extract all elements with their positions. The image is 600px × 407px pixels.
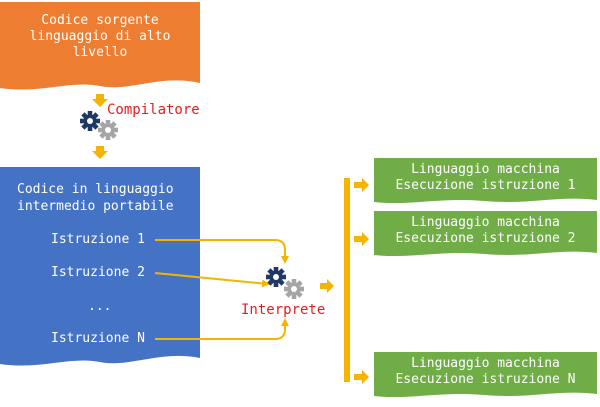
flow-line-istruzione-1 bbox=[155, 239, 289, 264]
intermediate-code-box bbox=[0, 167, 200, 366]
arrow-right-output-2 bbox=[354, 232, 369, 246]
output-n-line-2: Esecuzione istruzione N bbox=[395, 372, 576, 387]
gear-icon-light bbox=[284, 279, 304, 299]
output-box-1 bbox=[374, 158, 597, 204]
source-line-3: livello bbox=[72, 45, 128, 60]
output-box-n bbox=[374, 352, 597, 398]
gear-icon-dark bbox=[80, 111, 100, 131]
gear-icon-light bbox=[98, 120, 118, 140]
instruction-ellipsis: ... bbox=[88, 299, 112, 314]
intermediate-title: Codice in linguaggio intermedio portabil… bbox=[17, 181, 174, 215]
flow-line-istruzione-n bbox=[155, 318, 289, 340]
output-2-line-2: Esecuzione istruzione 2 bbox=[395, 231, 576, 246]
output-text-2: Linguaggio macchina Esecuzione istruzion… bbox=[374, 215, 597, 247]
output-2-line-1: Linguaggio macchina bbox=[411, 215, 560, 230]
intermediate-line-2: intermedio portabile bbox=[17, 199, 174, 214]
arrow-right-output-n bbox=[354, 370, 369, 384]
output-1-line-2: Esecuzione istruzione 1 bbox=[395, 178, 576, 193]
output-1-line-1: Linguaggio macchina bbox=[411, 162, 560, 177]
interpreter-label: Interprete bbox=[241, 302, 326, 318]
output-text-n: Linguaggio macchina Esecuzione istruzion… bbox=[374, 356, 597, 388]
arrow-down-2 bbox=[92, 146, 108, 159]
distribution-bar bbox=[344, 178, 350, 382]
arrow-right-interpreter bbox=[320, 279, 334, 293]
intermediate-line-1: Codice in linguaggio bbox=[17, 182, 174, 197]
output-text-1: Linguaggio macchina Esecuzione istruzion… bbox=[374, 162, 597, 194]
output-n-line-1: Linguaggio macchina bbox=[411, 356, 560, 371]
arrow-down-1 bbox=[92, 94, 108, 107]
arrow-right-output-1 bbox=[354, 178, 369, 192]
source-line-2: linguaggio di alto bbox=[29, 29, 171, 44]
flow-line-istruzione-2 bbox=[154, 272, 270, 288]
source-code-text: Codice sorgente linguaggio di alto livel… bbox=[0, 13, 200, 61]
instruction-n: Istruzione N bbox=[51, 331, 145, 346]
instruction-2: Istruzione 2 bbox=[51, 265, 145, 280]
source-code-box bbox=[0, 2, 200, 90]
compiler-label: Compilatore bbox=[107, 102, 200, 118]
gear-icon-dark bbox=[266, 267, 286, 287]
output-box-2 bbox=[374, 211, 597, 257]
source-line-1: Codice sorgente bbox=[41, 13, 159, 28]
instruction-1: Istruzione 1 bbox=[51, 232, 145, 247]
